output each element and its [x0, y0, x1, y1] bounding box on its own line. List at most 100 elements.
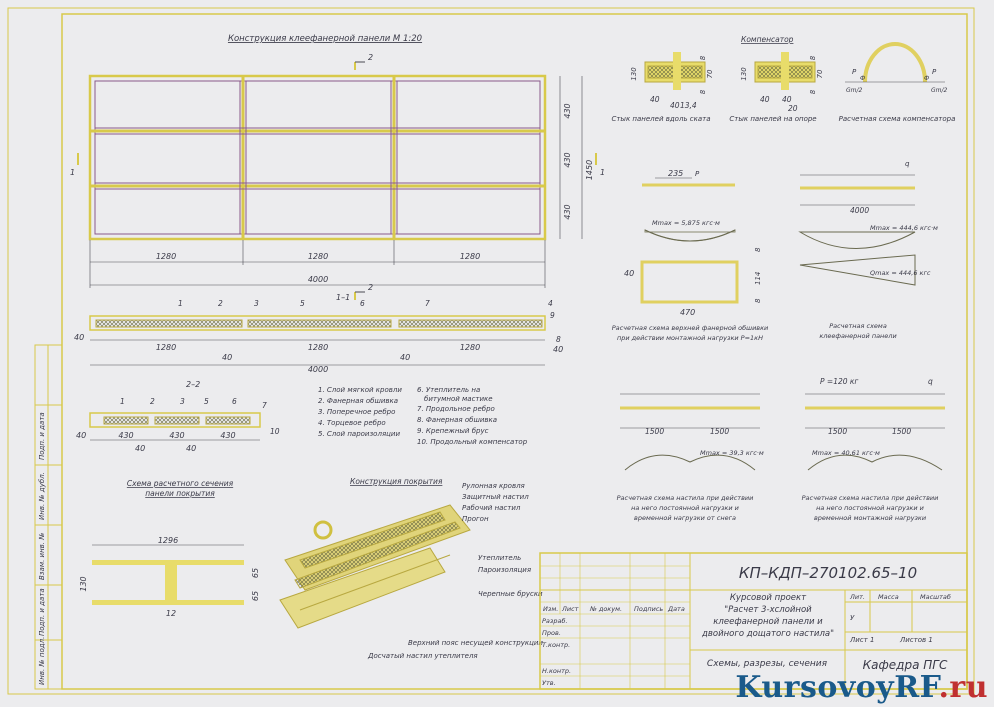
tb-project-3: клеефанерной панели и: [713, 617, 823, 627]
section11-marker-1: 1: [178, 299, 183, 308]
section11-marker-7: 7: [425, 299, 430, 308]
section-1-1: 1–1 1280 1280 1280 4000 40 40 40 40 1 2 …: [74, 293, 563, 374]
calc-w: 1296: [158, 536, 178, 545]
j2-70: 70: [816, 69, 824, 78]
title-block: Изм. Лист № докум. Подпись Дата Разраб. …: [539, 552, 968, 690]
section11-side-3: 40: [400, 353, 410, 362]
ply-114: 114: [754, 272, 762, 285]
tb-doc: № докум.: [589, 605, 622, 613]
section22-dim-1: 430: [118, 431, 133, 440]
section22-marker-5: 5: [204, 397, 209, 406]
deck-calc-1: 1500 1500 Mmax = 39,3 кгс·м Расчетная сх…: [617, 393, 764, 522]
deck2-cap-3: временной монтажной нагрузки: [814, 514, 926, 522]
plan-dim-1: 1280: [156, 252, 176, 261]
legend-1: 1. Слой мягкой кровли: [318, 386, 402, 394]
section22-marker-6: 6: [232, 397, 237, 406]
calc-title-2: панели покрытия: [145, 489, 215, 498]
deck2-cap-1: Расчетная схема настила при действии: [802, 494, 939, 502]
section22-marker-7: 7: [262, 401, 267, 410]
j2-40b: 40: [782, 95, 792, 104]
j1-40a: 40: [650, 95, 660, 104]
deck1-cap-2: на него постоянной нагрузки и: [631, 504, 739, 512]
tb-massa: Масса: [878, 593, 899, 601]
arc-p1: P: [852, 68, 857, 76]
tb-razrab: Разраб.: [542, 617, 568, 625]
roof-callout-1: Рулонная кровля: [462, 482, 525, 490]
panel-q2: Qmax = 444,6 кгс: [870, 269, 931, 277]
plan-total: 4000: [308, 275, 328, 284]
plan-dim-2: 1280: [308, 252, 328, 261]
section-2-2: 2–2 430 430 430 40 40 40 1 2 3 5 6 7 10: [76, 380, 280, 453]
roof-callout-2: Защитный настил: [462, 493, 529, 501]
calc-c: 12: [166, 609, 176, 618]
deck2-p: P =120 кг: [820, 377, 858, 386]
section22-marker-1: 1: [120, 397, 125, 406]
joint-cap-1: Стык панелей вдоль ската: [611, 115, 710, 123]
section22-side-3: 40: [186, 444, 196, 453]
legend-10: 10. Продольный компенсатор: [417, 438, 528, 446]
ply-m: Mmax = 5,875 кгс·м: [652, 219, 720, 227]
cut-bottom: 2: [368, 283, 373, 292]
panel-4000: 4000: [850, 206, 869, 215]
j2-20: 20: [788, 104, 798, 113]
cut-left: 1: [70, 168, 75, 177]
tb-sign: Подпись: [634, 605, 663, 613]
inner-border: [61, 13, 968, 690]
section22-side-1: 40: [76, 431, 86, 440]
tb-masshtab: Масштаб: [920, 593, 951, 601]
calc-section: Схема расчетного сечения панели покрытия…: [79, 479, 260, 618]
tb-tkontr: Т.контр.: [542, 641, 570, 649]
j2-40a: 40: [760, 95, 770, 104]
legend: 1. Слой мягкой кровли 2. Фанерная обшивк…: [318, 386, 528, 446]
roof-callout-9: Досчатый настил утеплителя: [367, 652, 478, 660]
ply-p: P: [695, 170, 700, 178]
arc-gm2: Gm/2: [931, 87, 948, 94]
calc-title-1: Схема расчетного сечения: [127, 479, 234, 488]
panel-q: q: [905, 160, 910, 168]
section11-dim-2: 1280: [308, 343, 328, 352]
plan-title: Конструкция клеефанерной панели М 1:20: [228, 34, 422, 44]
joint-cap-3: Расчетная схема компенсатора: [839, 115, 956, 123]
section11-marker-3: 3: [254, 299, 259, 308]
section22-label: 2–2: [186, 380, 200, 389]
section11-marker-6: 6: [360, 299, 365, 308]
panel-calc: q 4000 Mmax = 444,6 кгс·м Qmax = 444,6 к…: [798, 160, 938, 340]
arc-f2: Ф: [924, 75, 929, 82]
joint-title-2: Компенсатор: [741, 35, 794, 44]
deck2-q: q: [928, 377, 933, 386]
legend-3: 3. Поперечное ребро: [318, 408, 395, 416]
section11-dim-3: 1280: [460, 343, 480, 352]
ply-8a: 8: [754, 247, 762, 252]
j2-8a: 8: [809, 55, 817, 60]
arc-f1: Ф: [860, 75, 865, 82]
deck1-cap-1: Расчетная схема настила при действии: [617, 494, 754, 502]
calc-a: 65: [251, 568, 260, 578]
calc-b: 65: [251, 591, 260, 601]
ply-cap-2: при действии монтажной нагрузки P=1кН: [617, 334, 763, 342]
plywood-calc: 235 P Mmax = 5,875 кгс·м 40 8 114 8 470 …: [612, 169, 769, 342]
deck1-span2: 1500: [710, 427, 729, 436]
tb-code: КП–КДП–270102.65–10: [739, 564, 917, 582]
tb-department: Кафедра ПГС: [863, 658, 948, 672]
roof-callout-6: Пароизоляция: [478, 566, 531, 574]
section11-side-2: 40: [222, 353, 232, 362]
outer-border: [7, 7, 975, 695]
tb-sheet: Лист 1: [849, 636, 874, 644]
section11-total: 4000: [308, 365, 328, 374]
tb-list: Лист: [561, 605, 579, 613]
j1-130: 130: [630, 67, 638, 81]
ply-8b: 8: [754, 298, 762, 303]
plan-dim-3: 1280: [460, 252, 480, 261]
legend-9: 9. Крепежный брус: [417, 427, 489, 435]
tb-utv: Утв.: [542, 679, 556, 687]
section22-dim-2: 430: [169, 431, 184, 440]
tb-prov: Пров.: [542, 629, 561, 637]
deck2-span2: 1500: [892, 427, 911, 436]
legend-6b: битумной мастике: [424, 395, 493, 403]
section11-marker-4: 4: [548, 299, 553, 308]
legend-8: 8. Фанерная обшивка: [417, 416, 497, 424]
stamp-dubl: Инв. № дубл.: [38, 472, 46, 520]
cut-right: 1: [600, 168, 605, 177]
cut-top: 2: [368, 53, 373, 62]
